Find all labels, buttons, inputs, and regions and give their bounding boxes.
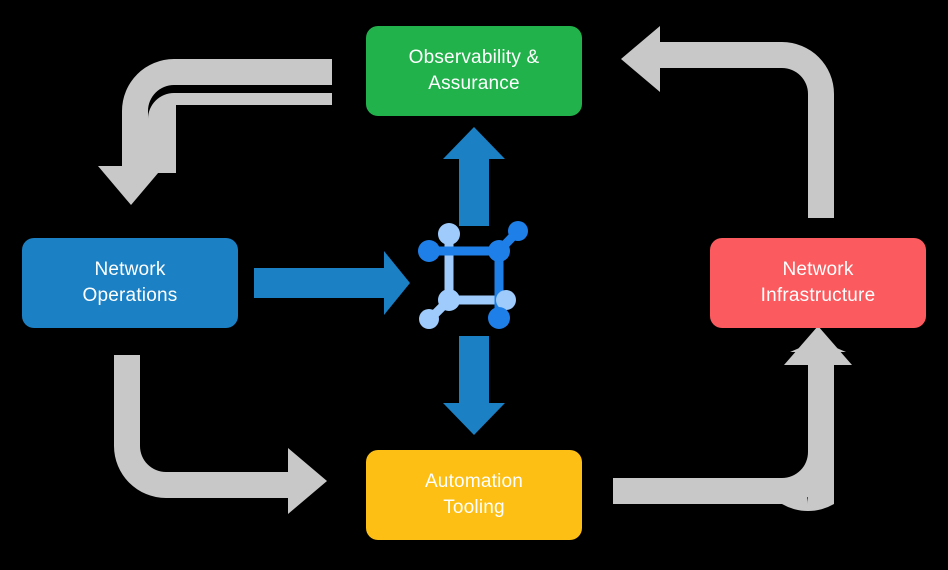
gray-arrow-automation-to-infrastructure: [613, 340, 846, 511]
gray-arrow-infrastructure-to-observability: [621, 26, 834, 218]
node-label-operations: Network Operations: [82, 259, 178, 306]
gray-arrow-observability-to-operations: [118, 59, 332, 201]
network-topology-icon: [418, 221, 528, 329]
node-box-automation[interactable]: Automation Tooling: [366, 450, 582, 540]
network-icon-dark-nodes: [418, 221, 528, 329]
blue-arrow-center-to-observability: [443, 127, 505, 226]
gray-arrow-automation-to-infrastructure-body: [613, 326, 852, 504]
node-box-operations[interactable]: Network Operations: [22, 238, 238, 328]
gray-arrow-observability-to-operations-body: [98, 59, 332, 205]
blue-arrow-operations-to-center: [254, 251, 410, 315]
node-label-infrastructure: Network Infrastructure: [760, 259, 876, 306]
network-icon-light-nodes: [419, 223, 516, 329]
node-label-observability: Observability & Assurance: [408, 47, 540, 94]
gray-arrow-operations-to-automation: [114, 355, 327, 514]
node-box-observability[interactable]: Observability & Assurance: [366, 26, 582, 116]
blue-arrow-center-to-automation: [443, 336, 505, 435]
node-box-infrastructure[interactable]: Network Infrastructure: [710, 238, 926, 328]
node-label-automation: Automation Tooling: [424, 471, 524, 518]
